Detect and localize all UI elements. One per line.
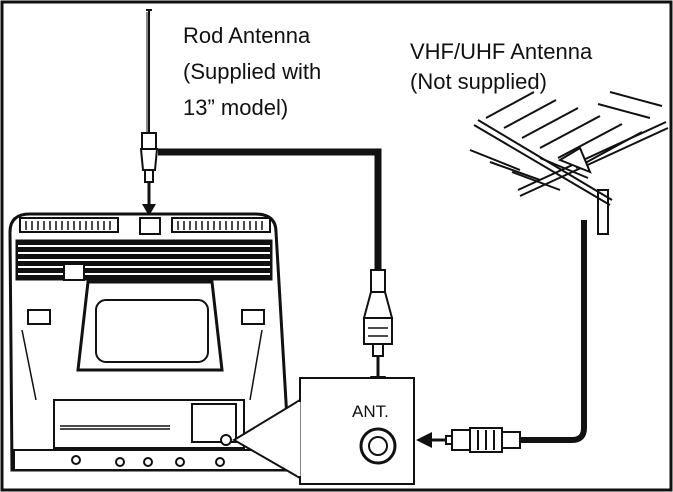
vhf-uhf-plug-arrow xyxy=(416,432,446,448)
rod-antenna-label-line1: Rod Antenna xyxy=(183,23,311,48)
tv-ant-jack xyxy=(220,434,232,446)
rod-cable-plug xyxy=(362,269,394,357)
ant-terminal-label: ANT. xyxy=(352,402,389,421)
rod-antenna-label-line2: (Supplied with xyxy=(183,59,322,84)
rod-antenna-label-line3: 13” model) xyxy=(183,95,289,120)
vhf-uhf-cable xyxy=(520,220,587,443)
ant-callout-box xyxy=(299,377,415,485)
vhf-uhf-antenna xyxy=(469,91,669,235)
vhf-uhf-antenna-label-line2: (Not supplied) xyxy=(410,69,547,94)
vhf-uhf-antenna-label-line1: VHF/UHF Antenna xyxy=(410,39,593,64)
tv-rear xyxy=(8,212,292,472)
rod-antenna xyxy=(139,9,159,183)
ant-terminal-socket xyxy=(359,427,397,465)
vhf-uhf-plug xyxy=(445,427,521,453)
rod-cable xyxy=(158,148,382,270)
rod-antenna-arrow xyxy=(142,183,156,216)
